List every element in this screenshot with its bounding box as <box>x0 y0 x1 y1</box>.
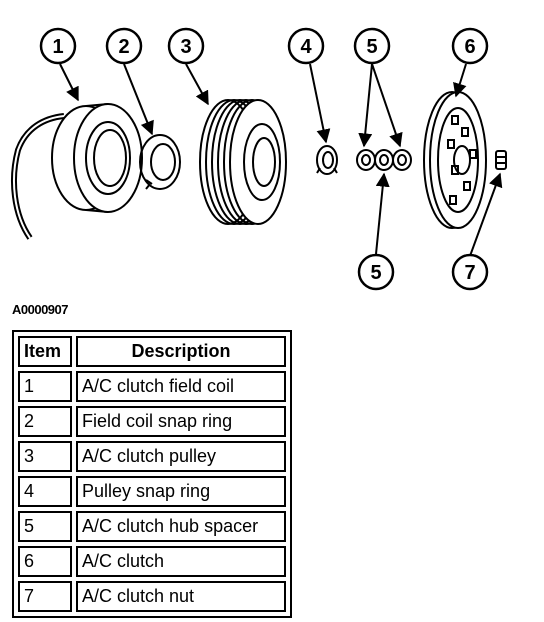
figure-id: A0000907 <box>12 302 69 317</box>
clutch-nut-part <box>495 150 507 170</box>
callout-6-label: 6 <box>464 36 475 58</box>
item-number: 6 <box>18 546 72 577</box>
callout-1-label: 1 <box>52 36 63 58</box>
item-number: 4 <box>18 476 72 507</box>
table-row: 2 Field coil snap ring <box>18 406 286 437</box>
callout-2: 2 <box>105 27 143 65</box>
callout-5-bottom: 5 <box>357 253 395 291</box>
callout-5-top-label: 5 <box>366 36 377 58</box>
item-description: A/C clutch nut <box>76 581 286 612</box>
callout-1: 1 <box>39 27 77 65</box>
callout-3-label: 3 <box>180 36 191 58</box>
table-row: 7 A/C clutch nut <box>18 581 286 612</box>
callout-5-bottom-label: 5 <box>370 262 381 284</box>
item-description: A/C clutch <box>76 546 286 577</box>
item-description: Pulley snap ring <box>76 476 286 507</box>
item-description: Field coil snap ring <box>76 406 286 437</box>
description-column-header: Description <box>76 336 286 367</box>
table-row: 6 A/C clutch <box>18 546 286 577</box>
exploded-parts-diagram: 1 2 3 4 5 5 6 7 <box>11 27 507 291</box>
item-number: 7 <box>18 581 72 612</box>
hub-spacer-parts <box>356 149 412 171</box>
item-description: A/C clutch pulley <box>76 441 286 472</box>
callout-3: 3 <box>167 27 205 65</box>
table-row: 4 Pulley snap ring <box>18 476 286 507</box>
callout-6: 6 <box>451 27 489 65</box>
leader-lines <box>59 63 503 257</box>
item-number: 5 <box>18 511 72 542</box>
callout-4: 4 <box>287 27 325 65</box>
parts-legend-table: Item Description 1 A/C clutch field coil… <box>12 330 292 618</box>
callout-5-top: 5 <box>353 27 391 65</box>
field-coil-part <box>11 103 143 240</box>
item-number: 1 <box>18 371 72 402</box>
table-header-row: Item Description <box>18 336 286 367</box>
table-row: 1 A/C clutch field coil <box>18 371 286 402</box>
item-number: 3 <box>18 441 72 472</box>
table-row: 5 A/C clutch hub spacer <box>18 511 286 542</box>
callout-2-label: 2 <box>118 36 129 58</box>
item-number: 2 <box>18 406 72 437</box>
field-coil-snap-ring-part <box>139 134 181 190</box>
item-column-header: Item <box>18 336 72 367</box>
table-row: 3 A/C clutch pulley <box>18 441 286 472</box>
item-description: A/C clutch field coil <box>76 371 286 402</box>
pulley-snap-ring-part <box>316 145 338 175</box>
callout-7: 7 <box>451 253 489 291</box>
item-description: A/C clutch hub spacer <box>76 511 286 542</box>
clutch-pulley-part <box>199 99 287 225</box>
callout-4-label: 4 <box>300 36 312 58</box>
callout-7-label: 7 <box>464 262 475 284</box>
clutch-plate-part <box>423 91 487 229</box>
